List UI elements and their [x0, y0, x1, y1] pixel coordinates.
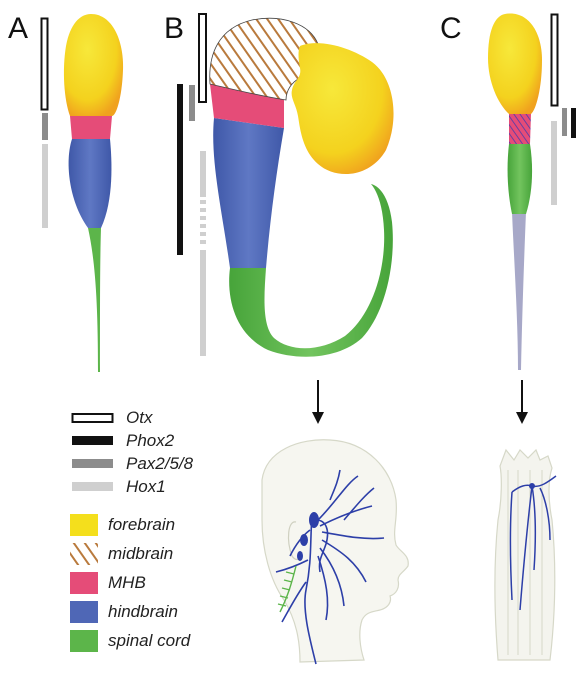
legend-label-pax: Pax2/5/8 — [126, 455, 193, 472]
panel-a-hox-bar — [42, 144, 48, 228]
legend-marker-swatches — [72, 414, 113, 491]
legend-swatch-otx — [73, 414, 113, 422]
panel-c-forebrain — [488, 14, 542, 114]
panel-a-pax-bar — [42, 113, 48, 140]
panel-a-expression-bars — [42, 19, 49, 229]
legend-swatch-hindbrain — [70, 601, 98, 623]
panel-c-tail — [512, 212, 526, 370]
legend-label-hindbrain: hindbrain — [108, 603, 178, 620]
arrow-b-down — [312, 380, 324, 424]
panel-a-spinal-cord — [88, 228, 101, 372]
panel-c-hox-bar — [551, 121, 557, 205]
legend-label-hox1: Hox1 — [126, 478, 166, 495]
legend-label-mhb: MHB — [108, 574, 146, 591]
panel-b-otx-bar — [199, 14, 206, 102]
panel-label-a: A — [8, 14, 28, 44]
panel-b-hox-dash-6 — [200, 240, 206, 244]
panel-a-forebrain — [64, 14, 123, 116]
legend-label-otx: Otx — [126, 409, 152, 426]
panel-b-pax-bar — [189, 85, 195, 121]
panel-b-hox-dash-3 — [200, 216, 206, 220]
legend-swatch-midbrain — [70, 543, 98, 565]
head-with-cranial-nerves — [262, 440, 408, 664]
panel-c-embryo — [488, 14, 542, 370]
arrow-c-down — [516, 380, 528, 424]
panel-b-expression-bars — [177, 14, 206, 356]
panel-a-otx-bar — [42, 19, 48, 110]
legend-swatch-mhb — [70, 572, 98, 594]
panel-c-phox2-bar — [571, 108, 576, 138]
larva-ganglion — [529, 483, 535, 489]
legend-region-swatches — [70, 514, 98, 652]
legend-swatch-forebrain — [70, 514, 98, 536]
panel-a-mhb — [70, 116, 112, 139]
panel-b-embryo — [210, 18, 394, 356]
panel-b-phox2-bar — [177, 84, 183, 255]
larva-trunk-with-nerves — [495, 450, 556, 660]
legend-swatch-hox1 — [72, 482, 113, 491]
panel-b-hox-dash-4 — [200, 224, 206, 228]
panel-b-hox-bar-bottom — [200, 250, 206, 356]
legend-swatch-pax — [72, 459, 113, 468]
panel-c-mhb — [509, 114, 531, 144]
panel-b-hindbrain — [213, 118, 284, 268]
panel-b-hox-dash-5 — [200, 232, 206, 236]
head-outline — [262, 440, 408, 662]
legend-label-forebrain: forebrain — [108, 516, 175, 533]
panel-c-pax-bar — [562, 108, 567, 136]
legend-label-phox2: Phox2 — [126, 432, 174, 449]
panel-label-c: C — [440, 14, 462, 44]
legend-label-spinal-cord: spinal cord — [108, 632, 190, 649]
panel-a-embryo — [64, 14, 123, 372]
panel-a-hindbrain — [69, 139, 112, 228]
panel-c-otx-bar — [552, 15, 558, 106]
legend-swatch-phox2 — [72, 436, 113, 445]
panel-b-hox-dash-2 — [200, 208, 206, 212]
panel-label-b: B — [164, 14, 184, 44]
legend-swatch-spinal-cord — [70, 630, 98, 652]
legend-label-midbrain: midbrain — [108, 545, 173, 562]
panel-c-expression-bars — [551, 15, 576, 206]
panel-b-hox-dash-1 — [200, 200, 206, 204]
panel-c-spinal-cord — [508, 144, 533, 214]
panel-b-hox-bar-top — [200, 151, 206, 197]
panel-b-forebrain — [292, 43, 394, 174]
